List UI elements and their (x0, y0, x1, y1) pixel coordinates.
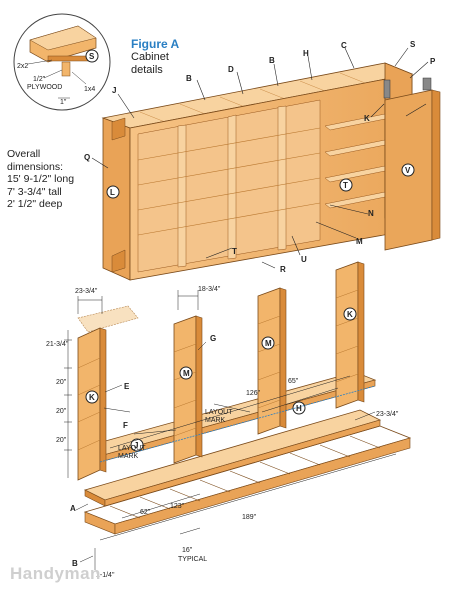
dim-62: 62" (140, 509, 151, 516)
assembled-cabinet (91, 47, 441, 281)
part-m-1: M (183, 369, 190, 378)
layout-mark-1-line1: LAYOUT (118, 445, 146, 452)
part-j: J (134, 441, 138, 450)
dim-typical: TYPICAL (178, 556, 207, 563)
dim-23-34-right: 23-3/4" (376, 411, 399, 418)
part-k-top: K (364, 114, 370, 123)
part-m-top: M (356, 237, 363, 246)
inset-part-s: S (89, 52, 95, 61)
dim-16: 16" (182, 547, 193, 554)
figure-subtitle-line2: details (131, 64, 163, 76)
part-k-left: K (89, 393, 95, 402)
part-b-top2: B (269, 56, 275, 65)
overall-line2: dimensions: (7, 160, 64, 173)
inset-label-plywood: PLYWOOD (27, 84, 62, 91)
part-t-circle: T (343, 181, 348, 190)
part-b-bottom: B (72, 559, 78, 568)
layout-mark-1-line2: MARK (118, 453, 139, 460)
figure-subtitle: Cabinet details (131, 51, 191, 77)
dim-23-34-top: 23-3/4" (75, 288, 98, 295)
dim-20-a: 20" (56, 379, 67, 386)
dim-126: 126" (246, 390, 261, 397)
dim-1-14: 1-1/4" (96, 572, 115, 579)
dim-189: 189" (242, 514, 257, 521)
dim-123: 123" (170, 503, 185, 510)
inset-label-2x2: 2x2 (17, 63, 28, 70)
dim-18-34: 18-3/4" (198, 286, 221, 293)
inset-label-1x4: 1x4 (84, 86, 95, 93)
layout-mark-2-line2: MARK (205, 417, 226, 424)
part-t: T (232, 247, 237, 256)
dim-20-c: 20" (56, 437, 67, 444)
dim-20-b: 20" (56, 408, 67, 415)
part-l: L (110, 188, 115, 197)
inset-detail (13, 13, 111, 111)
part-h-top: H (303, 49, 309, 58)
part-k-right: K (347, 310, 353, 319)
overall-line1: Overall (7, 148, 41, 160)
part-e: E (124, 382, 130, 391)
exploded-assembly (64, 261, 412, 570)
part-b-top: B (186, 74, 192, 83)
overall-dimensions: Overall dimensions: 15' 9-1/2" long 7' 3… (7, 148, 74, 211)
figure-title: Figure A (131, 37, 180, 51)
layout-mark-2-line1: LAYOUT (205, 409, 233, 416)
overall-line3: 15' 9-1/2" long (7, 173, 75, 185)
part-v: V (405, 166, 411, 175)
dim-21-34: 21-3/4" (46, 341, 69, 348)
part-c: C (341, 41, 347, 50)
part-g: G (210, 334, 216, 343)
part-p: P (430, 57, 436, 66)
part-d: D (228, 65, 234, 74)
part-h: H (296, 404, 302, 413)
inset-label-1in: 1" (60, 99, 67, 106)
part-m-2: M (265, 339, 272, 348)
overall-line4: 7' 3-3/4" tall (7, 185, 62, 198)
part-u: U (301, 255, 307, 264)
overall-line5: 2' 1/2" deep (7, 198, 63, 210)
part-n: N (368, 209, 374, 218)
inset-label-plywood-size: 1/2" (33, 76, 46, 83)
brand-logo: Handyman (10, 564, 101, 583)
figure-subtitle-line1: Cabinet (131, 51, 169, 63)
part-q: Q (84, 153, 90, 162)
dim-65: 65" (288, 378, 299, 385)
part-r: R (280, 265, 286, 274)
part-s: S (410, 40, 416, 49)
part-a: A (70, 504, 76, 513)
part-f: F (123, 421, 128, 430)
part-j-top: J (112, 86, 116, 95)
